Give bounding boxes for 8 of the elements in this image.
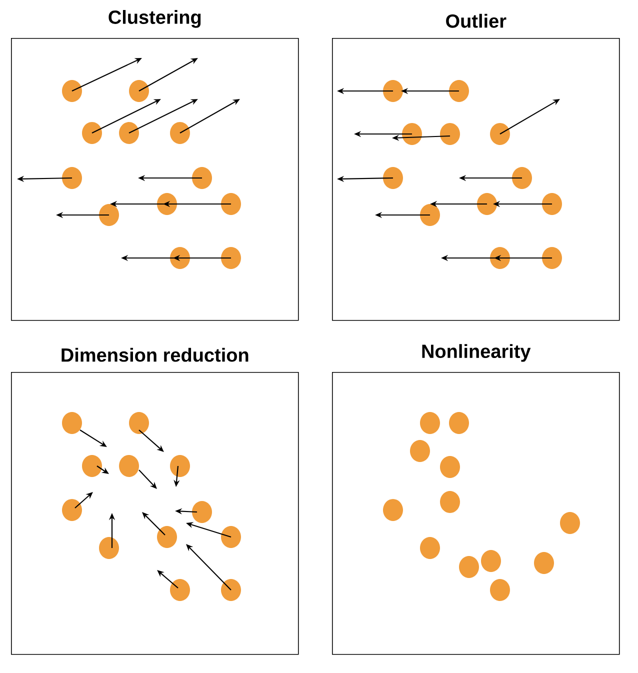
- node-label: Dimension reduction: [62, 348, 248, 362]
- plot-panel: Dimension reduction: [11, 348, 299, 655]
- node-label: Outlier: [446, 14, 506, 28]
- plot-panel: Outlier: [332, 14, 620, 321]
- plot-panel: Clustering: [11, 10, 299, 321]
- plot-panel: Nonlinearity: [332, 344, 620, 655]
- node-label: Clustering: [108, 10, 201, 28]
- node-label: Nonlinearity: [422, 344, 531, 362]
